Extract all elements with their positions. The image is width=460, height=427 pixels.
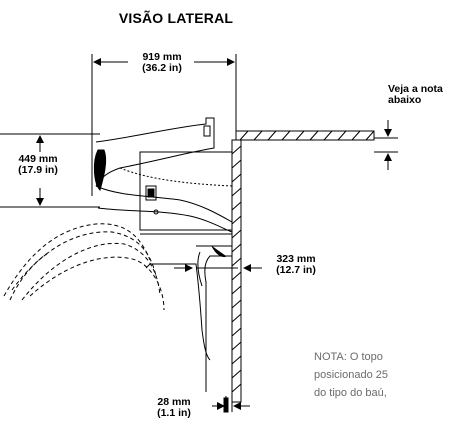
swing-arcs bbox=[3, 223, 165, 311]
depth-mm: 323 mm bbox=[276, 253, 316, 265]
bottom-in: (1.1 in) bbox=[157, 407, 191, 419]
width-dimension bbox=[91, 54, 237, 196]
note-line3: do tipo do baú, bbox=[314, 387, 387, 399]
bottom-dimension bbox=[212, 396, 250, 413]
depth-label: 323 mm (12.7 in) bbox=[262, 254, 330, 276]
note-callout-line1: Veja a nota bbox=[388, 83, 443, 95]
height-dimension bbox=[0, 133, 100, 208]
bottom-mm: 28 mm bbox=[157, 396, 191, 408]
note-line2: posicionado 25 bbox=[314, 369, 389, 381]
width-mm: 919 mm bbox=[142, 51, 182, 63]
hatched-wall bbox=[231, 139, 242, 403]
height-in: (17.9 in) bbox=[18, 164, 58, 176]
diagram-title: VISÃO LATERAL bbox=[118, 10, 234, 26]
bottom-label: 28 mm (1.1 in) bbox=[144, 397, 204, 419]
lower-step bbox=[145, 263, 211, 361]
note-callout-dimension bbox=[372, 120, 398, 170]
note-callout: Veja a nota abaixo bbox=[388, 84, 460, 106]
width-in: (36.2 in) bbox=[142, 62, 182, 74]
mirror-assembly bbox=[93, 117, 233, 392]
depth-in: (12.7 in) bbox=[276, 264, 316, 276]
hatched-shelf bbox=[235, 130, 375, 141]
height-label: 449 mm (17.9 in) bbox=[2, 154, 74, 176]
note-text: NOTA: O topo posicionado 25 do tipo do b… bbox=[314, 348, 460, 402]
note-callout-line2: abaixo bbox=[388, 94, 422, 106]
height-mm: 449 mm bbox=[18, 153, 58, 165]
note-line1: NOTA: O topo bbox=[314, 351, 383, 363]
width-label: 919 mm (36.2 in) bbox=[129, 52, 195, 74]
